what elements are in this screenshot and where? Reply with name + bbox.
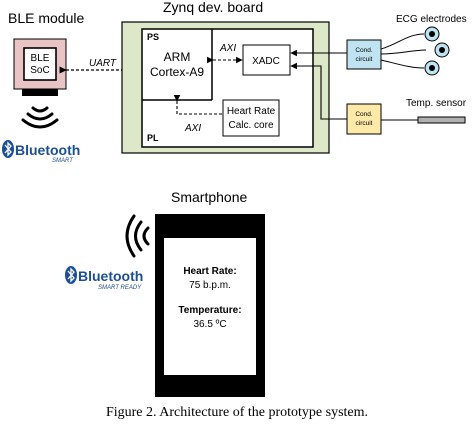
heart-rate-label: Heart Rate:: [183, 266, 236, 277]
hr-core-label-line1: Heart Rate: [227, 106, 276, 117]
cond-circuit-ecg: [346, 39, 382, 70]
cond-circuit-temp: [346, 103, 382, 135]
ecg-electrodes-label: ECG electrodes: [396, 14, 467, 25]
uart-label: UART: [89, 58, 117, 69]
ecg-electrode-wires: [380, 33, 427, 69]
temp-signal-line: [290, 62, 347, 120]
cond-circuit-temp-line2: circuit: [356, 120, 373, 127]
cond-circuit-ecg-line2: circuit: [356, 56, 373, 63]
xadc-block: [242, 44, 291, 76]
bluetooth-smart-ready-logo: Bluetooth SMART READY: [65, 266, 143, 291]
bluetooth-icon: [2, 140, 14, 158]
ecg-electrode-icon: [424, 26, 450, 76]
cond-circuit-ecg-line1: Cond.: [355, 47, 373, 54]
pl-label: PL: [147, 133, 159, 143]
ble-soc-label-line2: SoC: [30, 65, 49, 76]
bluetooth-smart-word: Bluetooth: [15, 142, 80, 158]
temperature-label: Temperature:: [178, 305, 241, 316]
bluetooth-icon: [65, 266, 77, 284]
temp-sensor-label: Temp. sensor: [406, 98, 467, 109]
temperature-probe-icon: [417, 116, 466, 124]
wireless-signal-icon: [125, 214, 150, 258]
xadc-label: XADC: [252, 56, 280, 67]
heart-rate-value: 75 b.p.m.: [189, 280, 231, 291]
ble-antenna-bar: [22, 89, 58, 96]
ble-soc-label-line1: BLE: [31, 53, 50, 64]
wireless-signal-icon: [21, 106, 59, 129]
hr-core-label-line2: Calc. core: [228, 120, 273, 131]
figure-caption: Figure 2. Architecture of the prototype …: [105, 405, 369, 420]
smartphone-screen: [164, 238, 256, 375]
axi-link-hr-core: [173, 95, 222, 115]
arm-label-line1: ARM: [164, 50, 191, 64]
bluetooth-smart-ready-sub: SMART READY: [98, 285, 142, 291]
bluetooth-smart-logo: Bluetooth SMART: [2, 140, 80, 164]
smartphone-title: Smartphone: [171, 189, 247, 205]
arm-label-line2: Cortex-A9: [150, 65, 204, 79]
ps-label: PS: [147, 32, 159, 42]
bluetooth-smart-ready-word: Bluetooth: [78, 268, 143, 284]
axi-label-top: AXI: [219, 43, 236, 54]
ble-module-title: BLE module: [8, 10, 84, 26]
heart-rate-calc-core: [222, 99, 280, 137]
axi-label-bottom: AXI: [184, 123, 201, 134]
zynq-board-title: Zynq dev. board: [163, 0, 263, 15]
ble-soc-chip: [23, 47, 57, 81]
bluetooth-smart-sub: SMART: [52, 158, 74, 164]
temperature-value: 36.5 ºC: [193, 319, 226, 330]
cond-circuit-temp-line1: Cond.: [355, 111, 373, 118]
